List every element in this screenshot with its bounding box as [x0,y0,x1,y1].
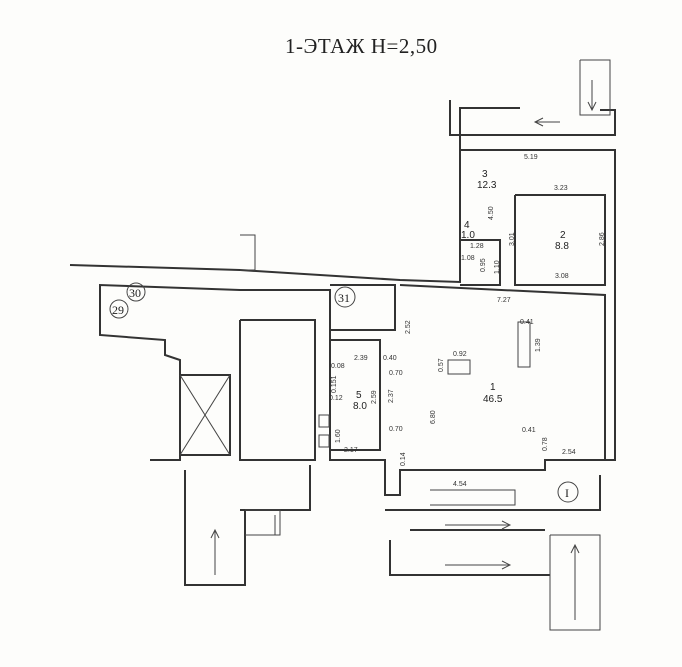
dimension: 0.41 [520,319,534,326]
marker-entrance: I [565,486,569,500]
dimension: 1.39 [535,338,542,352]
room-1: 1 46.5 [483,382,503,405]
dimension: 1.08 [461,255,475,262]
dimension: 4.50 [488,206,495,220]
room-number: 4 [464,220,470,231]
dimension: 6.80 [430,410,437,424]
dimension: 3.23 [554,185,568,192]
room-number: 1 [490,382,496,393]
dimension: 2.86 [599,232,606,246]
dimension: 1.60 [335,429,342,443]
dimension: 0.70 [389,426,403,433]
room-number: 5 [356,390,362,401]
dimension: 0.14 [400,452,407,466]
room-area: 46.5 [483,394,503,405]
dimension: 1.28 [470,243,484,250]
room-area: 1.0 [461,230,475,241]
dimension: 0.57 [438,358,445,372]
room-area: 8.8 [555,241,569,252]
dimension: 3.08 [555,273,569,280]
dimension: 1.10 [494,260,501,274]
dimension: 0.70 [389,370,403,377]
walls [69,59,616,631]
dimension: 0.92 [453,351,467,358]
floor-title: 1-ЭТАЖ Н=2,50 [285,34,438,58]
dimension: 5.19 [524,154,538,161]
room-objects [318,321,531,448]
room-5: 5 8.0 [353,390,367,412]
markers: 29 30 31 I [109,282,579,503]
dimension: 0.41 [522,427,536,434]
marker-31: 31 [338,291,350,305]
arrows [210,80,597,620]
marker-30: 30 [129,286,141,300]
dimension: 0.151 [331,375,338,393]
dimension: 0.78 [542,437,549,451]
room-2: 2 8.8 [555,230,569,252]
dimension: 2.39 [354,355,368,362]
room-number: 2 [560,230,566,241]
dimension: 2.54 [562,449,576,456]
dimension: 0.08 [331,363,345,370]
dimension: 2.59 [371,390,378,404]
room-3: 3 12.3 [477,169,497,191]
room-4: 4 1.0 [461,220,475,241]
dimension: 7.27 [497,297,511,304]
dimension: 2.37 [388,389,395,403]
dimension: 0.95 [480,258,487,272]
dimension: 4.54 [453,481,467,488]
dimension: 3.01 [509,232,516,246]
room-area: 8.0 [353,401,367,412]
dimension: 0.12 [329,395,343,402]
marker-29: 29 [112,303,124,317]
room-number: 3 [482,169,488,180]
dimension: 2.52 [405,320,412,334]
dimension: 0.40 [383,355,397,362]
dimension: 2.17 [344,447,358,454]
dimensions: 5.19 3.23 4.50 3.01 2.86 1.28 1.08 0.95 … [329,154,606,488]
room-area: 12.3 [477,180,497,191]
